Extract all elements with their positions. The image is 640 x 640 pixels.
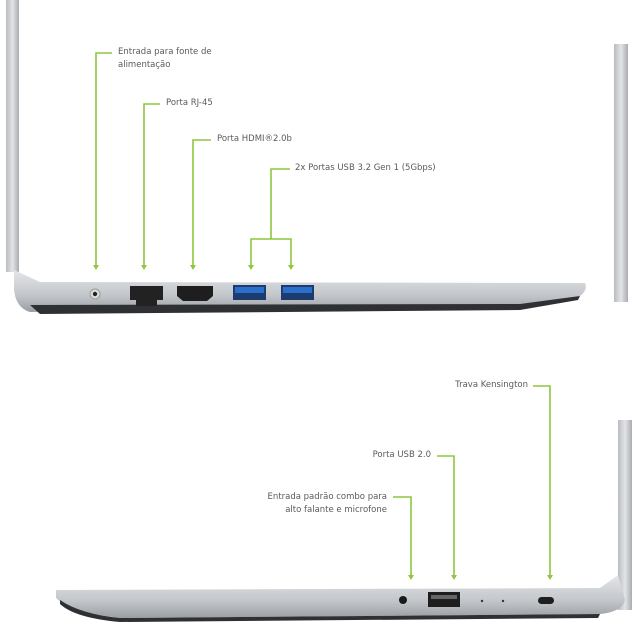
lid-edge (6, 0, 19, 272)
callout-line-usb3 (250, 168, 292, 266)
callout-label-usb2: Porta USB 2.0 (372, 450, 431, 460)
usb2-port (428, 592, 460, 607)
callout-line-rj45 (143, 103, 160, 266)
lid-edge-right (614, 44, 628, 302)
callout-line-power (95, 52, 112, 266)
callout-lines (95, 52, 551, 576)
lid-edge (618, 420, 632, 610)
callout-line-usb2 (437, 455, 455, 576)
callout-arrowheads (93, 265, 553, 580)
audio-jack-port (399, 596, 407, 604)
callout-label-hdmi: Porta HDMI®2.0b (217, 134, 292, 144)
led-indicator (480, 599, 484, 603)
chassis-bottom (60, 600, 600, 622)
usb3-port-1-tongue (235, 287, 264, 293)
rj45-port-clip (136, 300, 157, 306)
callout-label-rj45: Porta RJ-45 (166, 98, 213, 108)
label-line: Entrada para fonte de (118, 47, 212, 57)
callout-label-audio: Entrada padrão combo para alto falante e… (268, 491, 387, 517)
usb3-port-2-tongue (283, 287, 312, 293)
callout-label-usb3: 2x Portas USB 3.2 Gen 1 (5Gbps) (295, 163, 436, 173)
chassis-bottom (30, 296, 580, 314)
callout-label-kensington: Trava Kensington (455, 380, 528, 390)
laptop-right-side (56, 420, 632, 622)
chassis (56, 575, 625, 618)
callout-line-hdmi (192, 139, 211, 266)
usb2-port-tongue (431, 595, 457, 599)
laptop-left-side (6, 0, 628, 314)
rj45-port (130, 286, 163, 300)
label-line: alimentação (118, 60, 171, 70)
label-line: alto falante e microfone (285, 505, 387, 515)
kensington-slot (538, 597, 554, 604)
hdmi-port (177, 286, 213, 301)
callout-line-kensington (533, 385, 551, 576)
callout-label-power: Entrada para fonte de alimentação (118, 46, 212, 72)
label-line: Entrada padrão combo para (267, 492, 387, 502)
callout-line-audio (393, 496, 412, 576)
led-indicator (501, 599, 505, 603)
power-jack-hole (92, 291, 98, 297)
